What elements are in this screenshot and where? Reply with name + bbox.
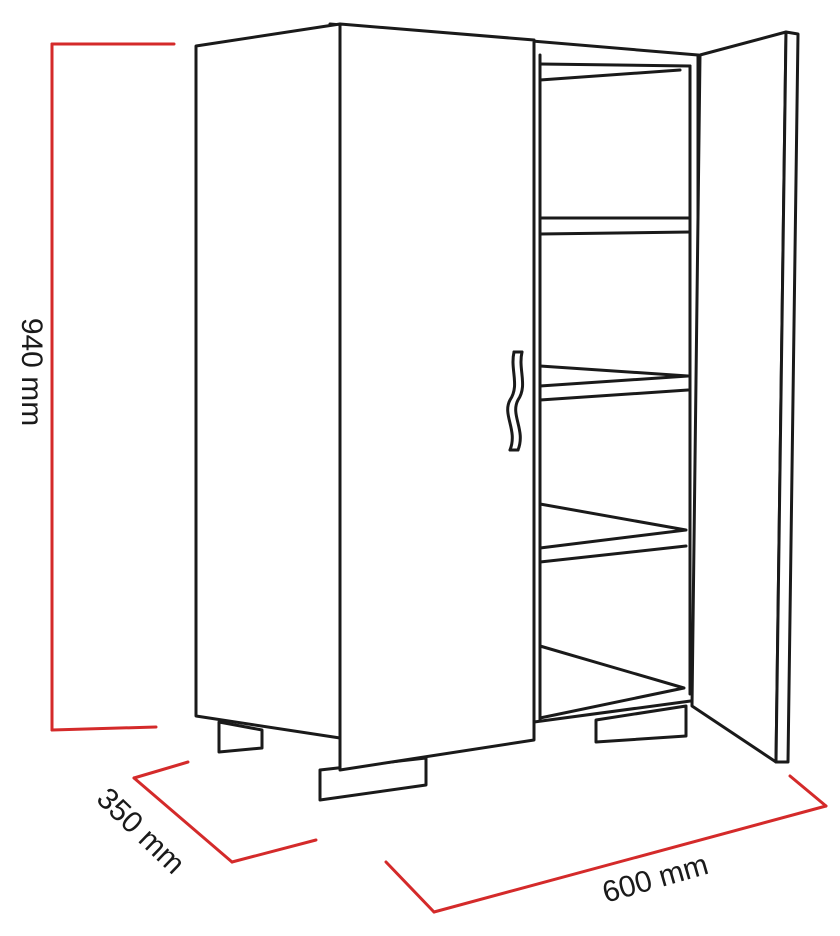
door-handle-icon <box>506 350 525 452</box>
foot-back-left <box>217 720 264 754</box>
cabinet-right-door <box>690 30 788 764</box>
cabinet-left-side <box>194 22 342 740</box>
shelf-1 <box>538 216 692 236</box>
cabinet-right-side <box>532 53 700 724</box>
cabinet-top-inner-depth <box>538 68 682 82</box>
foot-right <box>594 704 688 744</box>
cabinet-right-door-edge <box>774 30 800 764</box>
height-label: 940 mm <box>15 318 48 426</box>
width-dimension <box>384 774 828 914</box>
cabinet-bottom <box>538 644 686 720</box>
cabinet-top-inner <box>538 62 692 68</box>
shelf-3 <box>538 502 688 564</box>
cabinet-left-door <box>338 22 536 772</box>
width-label: 600 mm <box>599 848 712 910</box>
height-dimension <box>50 42 176 732</box>
shelf-2 <box>538 364 690 402</box>
depth-dimension <box>132 760 318 864</box>
cabinet-shelves <box>538 216 692 720</box>
depth-label: 350 mm <box>90 782 191 881</box>
